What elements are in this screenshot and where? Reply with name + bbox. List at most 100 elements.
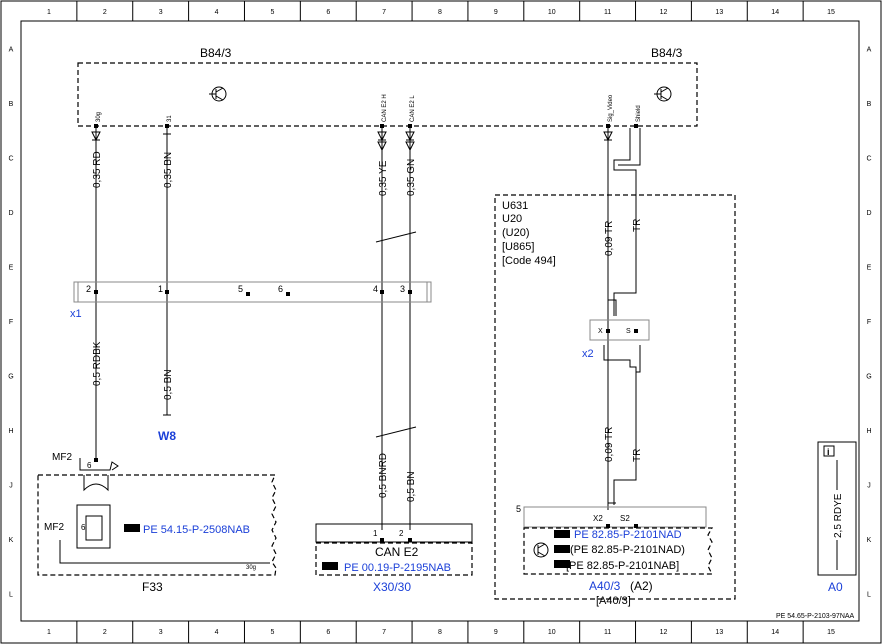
a40-caption-bracket: [A40/3]	[596, 595, 631, 607]
connector-x2: X S x2	[582, 319, 650, 360]
pin-label: 31	[167, 115, 173, 122]
row-label: F	[867, 319, 871, 326]
wire-label: 0,35 YE	[378, 160, 389, 196]
transistor-icon	[209, 86, 227, 102]
row-label: L	[9, 592, 13, 599]
reference-icon	[124, 524, 140, 532]
a40-caption-alt: (A2)	[630, 579, 653, 593]
column-label: 11	[604, 9, 611, 16]
row-label: L	[867, 592, 871, 599]
wire-labels-lower: 0,5 RDBK 0,5 BN 0,5 BNRD 0,5 BN 0,09 TR …	[92, 341, 643, 502]
code-line: U631	[502, 200, 528, 212]
a40-reference-link[interactable]: [PE 82.85-P-2101NAB]	[566, 560, 679, 572]
mf2-label: MF2	[44, 522, 64, 533]
x1-pin: 6	[278, 284, 283, 294]
column-label: 6	[326, 9, 330, 16]
can-e2-reference-link[interactable]: PE 00.19-P-2195NAB	[344, 562, 451, 574]
row-label: E	[9, 264, 14, 271]
a40-reference-link[interactable]: PE 82.85-P-2101NAD	[574, 529, 682, 541]
column-label: 7	[382, 9, 386, 16]
mf2-label: MF2	[52, 452, 72, 463]
terminal-label: 30g	[246, 565, 256, 571]
column-label: 5	[270, 9, 274, 16]
x1-pin: 1	[158, 284, 163, 294]
column-label: 13	[715, 629, 723, 636]
info-icon[interactable]: i	[827, 447, 830, 457]
document-id: PE 54.65-P-2103-97NAA	[776, 613, 855, 620]
column-label: 5	[270, 629, 274, 636]
wire-labels-upper: 0,35 RD 0,35 BN 0,35 YE 0,35 GN 0,09 TR …	[92, 151, 643, 256]
column-label: 13	[715, 9, 723, 16]
row-label: F	[9, 319, 13, 326]
code-line: [Code 494]	[502, 255, 556, 267]
wire-label: 0,35 BN	[163, 152, 174, 188]
row-label: J	[9, 483, 13, 490]
code-line: [U865]	[502, 241, 534, 253]
wire-label: 0,5 RDBK	[92, 341, 103, 386]
connector-x1: 2 1 5 6 4 3 x1	[70, 281, 432, 320]
wire-label: 0,35 GN	[406, 159, 417, 196]
can-e2-title: CAN E2	[375, 545, 419, 559]
column-label: 1	[47, 9, 51, 16]
f33-reference-link[interactable]: PE 54.15-P-2508NAB	[143, 524, 250, 536]
can-pin: 1	[373, 529, 378, 538]
column-label: 6	[326, 629, 330, 636]
column-ticks	[76, 1, 804, 643]
pin-label: CAN E2 H	[382, 94, 388, 122]
legend-box: i 2,5 RDYE A0	[817, 441, 857, 594]
wire-label: 0,5 BN	[406, 471, 417, 502]
row-label: A	[867, 46, 872, 53]
pin-label: Sig_Video	[608, 94, 614, 122]
column-label: 10	[548, 629, 556, 636]
column-label: 4	[215, 629, 219, 636]
code-line: U20	[502, 213, 522, 225]
a40-pin: S2	[620, 514, 630, 523]
module-label-right: B84/3	[651, 46, 683, 60]
pin-label: 5	[516, 504, 521, 514]
a0-caption[interactable]: A0	[828, 580, 843, 594]
a40-block: 5 X2 S2 PE 82.85-P-2101NAD (PE 82.85-P-2…	[516, 504, 714, 607]
wire-label: TR	[632, 449, 643, 462]
column-label: 1	[47, 629, 51, 636]
can-e2-block: 1 2 CAN E2 PE 00.19-P-2195NAB X30/30	[315, 523, 473, 594]
row-label: C	[8, 155, 13, 162]
column-label: 12	[660, 629, 668, 636]
row-label: G	[866, 374, 871, 381]
code-line: (U20)	[502, 227, 530, 239]
a40-reference-link[interactable]: (PE 82.85-P-2101NAD)	[570, 544, 685, 556]
f33-caption: F33	[142, 580, 163, 594]
column-label: 14	[771, 9, 779, 16]
row-label: J	[867, 483, 871, 490]
column-label: 15	[827, 9, 835, 16]
a40-caption[interactable]: A40/3	[589, 579, 621, 593]
column-label: 2	[103, 9, 107, 16]
module-pins	[94, 124, 638, 128]
row-label: D	[8, 210, 13, 217]
connector-x2-label[interactable]: x2	[582, 348, 594, 360]
connector-x1-label[interactable]: x1	[70, 308, 82, 320]
column-label: 14	[771, 629, 779, 636]
row-label: E	[867, 264, 872, 271]
code-box: U631 U20 (U20) [U865] [Code 494]	[494, 194, 736, 600]
pin-label: Shield	[636, 105, 642, 122]
x2-pin: X	[598, 328, 603, 335]
column-label: 3	[159, 629, 163, 636]
column-label: 12	[660, 9, 668, 16]
column-label: 9	[494, 9, 498, 16]
ground-w8-link[interactable]: W8	[158, 429, 176, 443]
x1-pin: 5	[238, 284, 243, 294]
x1-pin: 4	[373, 284, 378, 294]
wire-label: 0,09 TR	[604, 427, 615, 462]
column-label: 7	[382, 629, 386, 636]
reference-icon	[322, 562, 338, 570]
wires	[95, 128, 641, 530]
wire-label: 0,09 TR	[604, 221, 615, 256]
can-e2-caption[interactable]: X30/30	[373, 580, 411, 594]
row-label: D	[866, 210, 871, 217]
column-label: 2	[103, 629, 107, 636]
reference-icon	[554, 530, 570, 568]
